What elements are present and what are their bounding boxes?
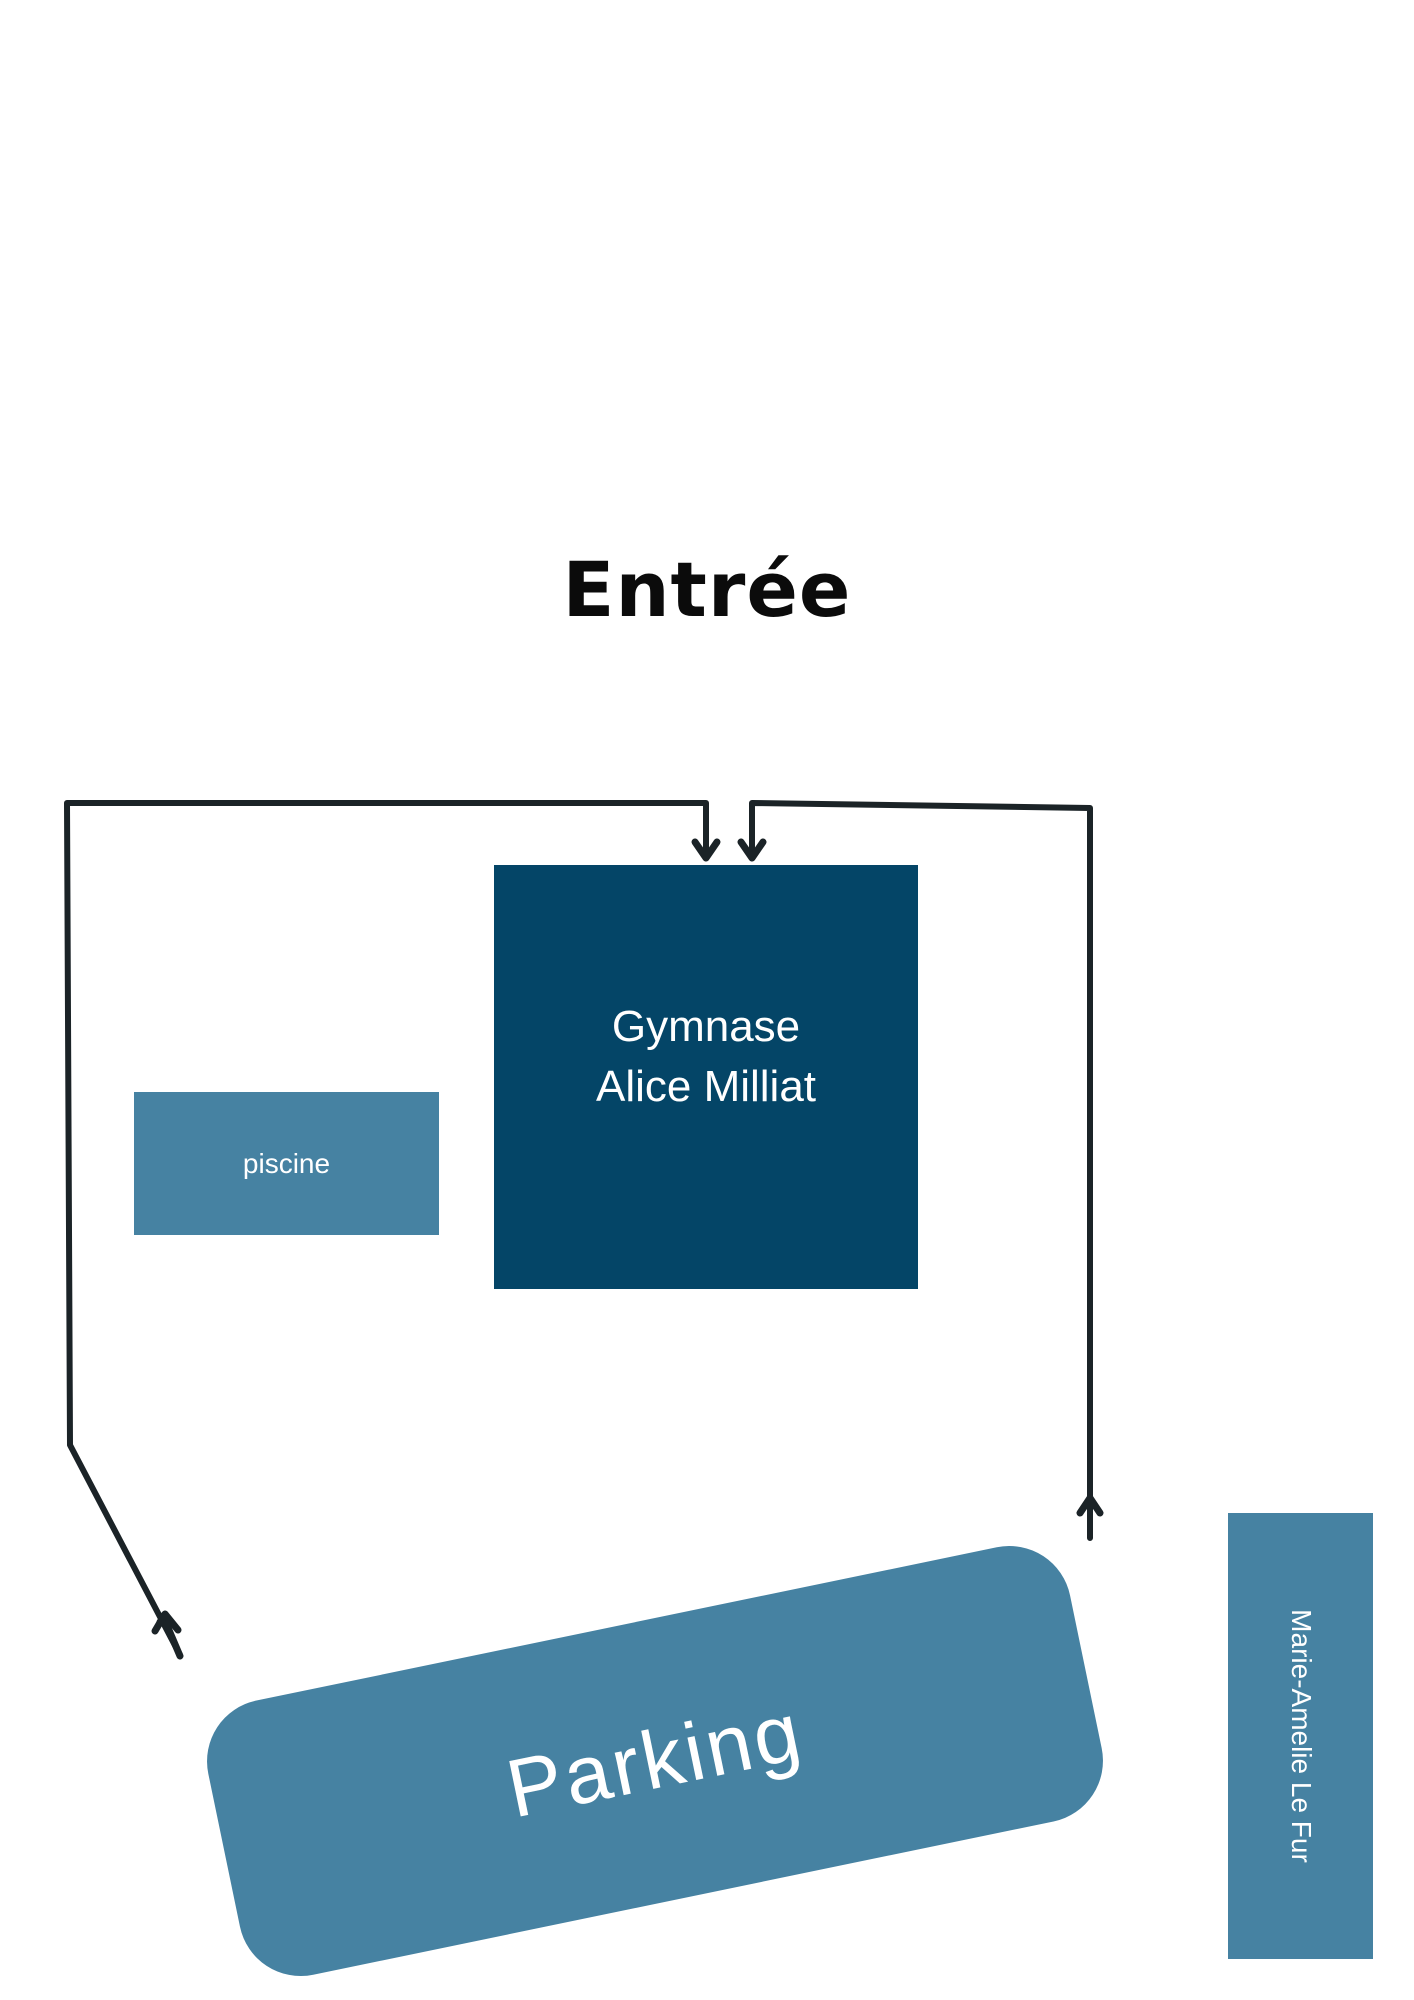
piscine-block: piscine — [134, 1092, 439, 1235]
gymnase-name-line2: Alice Milliat — [595, 1062, 817, 1111]
gymnase-block: Gymnase Alice Milliat — [494, 865, 918, 1289]
left-route-end-arrow-icon — [691, 838, 721, 862]
page-title: Entrée — [562, 545, 852, 634]
gymnase-name-line1: Gymnase — [611, 1002, 801, 1051]
right-route-start-arrow-icon — [1076, 1494, 1104, 1517]
left-route-start-arrow-icon — [151, 1610, 184, 1660]
piscine-label: piscine — [242, 1147, 331, 1179]
right-route-end-arrow-icon — [737, 838, 767, 862]
left-route-path — [64, 800, 709, 1658]
right-route-path — [749, 800, 1093, 1541]
street-block: Marie-Amelie Le Fur — [1228, 1513, 1373, 1959]
